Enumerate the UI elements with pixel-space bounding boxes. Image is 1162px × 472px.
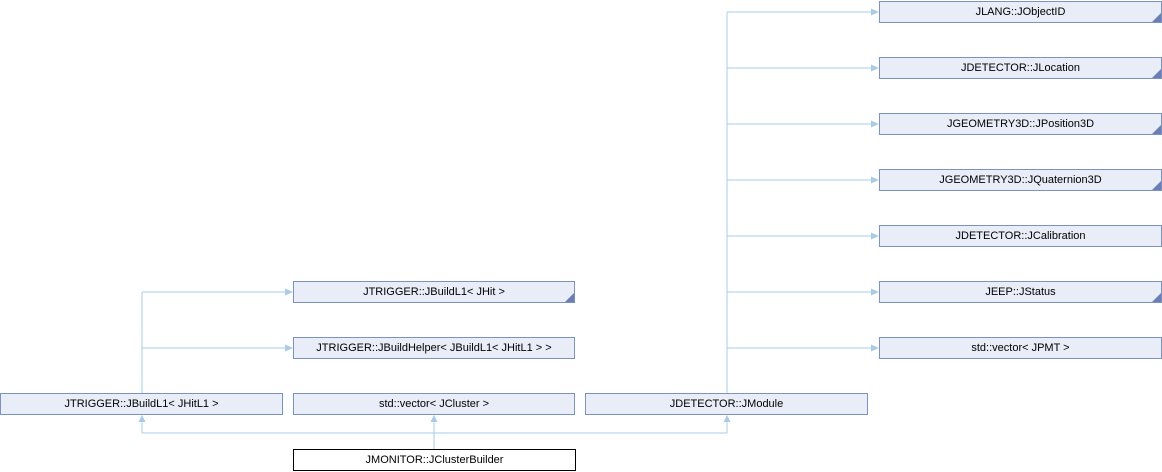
node-jeep-jstatus[interactable]: JEEP::JStatus [879,281,1162,303]
node-jdetector-jcalibration[interactable]: JDETECTOR::JCalibration [879,225,1162,247]
node-label: JTRIGGER::JBuildL1< JHit > [363,286,505,298]
node-label: JLANG::JObjectID [975,6,1066,18]
edge-jmodule-members [726,8,879,393]
node-label: std::vector< JPMT > [971,342,1070,354]
folded-corner-icon [565,293,574,302]
node-label: JEEP::JStatus [985,286,1056,298]
node-jlang-jobjectid[interactable]: JLANG::JObjectID [879,1,1162,23]
node-jgeometry3d-jquaternion3d[interactable]: JGEOMETRY3D::JQuaternion3D [879,169,1162,191]
node-label: JGEOMETRY3D::JPosition3D [946,118,1095,130]
node-label: JTRIGGER::JBuildHelper< JBuildL1< JHitL1… [316,342,552,354]
node-std-vector-jpmt[interactable]: std::vector< JPMT > [879,337,1162,359]
node-label: JDETECTOR::JLocation [960,62,1080,74]
node-jtrigger-jbuildl1-jhit[interactable]: JTRIGGER::JBuildL1< JHit > [293,281,575,303]
node-jgeometry3d-jposition3d[interactable]: JGEOMETRY3D::JPosition3D [879,113,1162,135]
node-label: JMONITOR::JClusterBuilder [365,454,504,466]
node-label: std::vector< JCluster > [378,398,490,410]
folded-corner-icon [1152,293,1161,302]
node-jmonitor-jclusterbuilder: JMONITOR::JClusterBuilder [293,449,576,471]
node-std-vector-jcluster[interactable]: std::vector< JCluster > [293,393,575,415]
node-label: JGEOMETRY3D::JQuaternion3D [939,174,1102,186]
node-jtrigger-jbuildhelper[interactable]: JTRIGGER::JBuildHelper< JBuildL1< JHitL1… [293,337,575,359]
node-label: JDETECTOR::JModule [669,398,784,410]
folded-corner-icon [1152,13,1161,22]
edge-jclusterbuilder-members [138,415,731,449]
node-label: JTRIGGER::JBuildL1< JHitL1 > [64,398,219,410]
folded-corner-icon [1152,69,1161,78]
node-jdetector-jmodule[interactable]: JDETECTOR::JModule [585,393,868,415]
folded-corner-icon [1152,181,1161,190]
node-label: JDETECTOR::JCalibration [955,230,1086,242]
node-jtrigger-jbuildl1-jhitl1[interactable]: JTRIGGER::JBuildL1< JHitL1 > [0,393,283,415]
edge-jbuildl1-bases [141,288,293,393]
node-jdetector-jlocation[interactable]: JDETECTOR::JLocation [879,57,1162,79]
folded-corner-icon [1152,125,1161,134]
